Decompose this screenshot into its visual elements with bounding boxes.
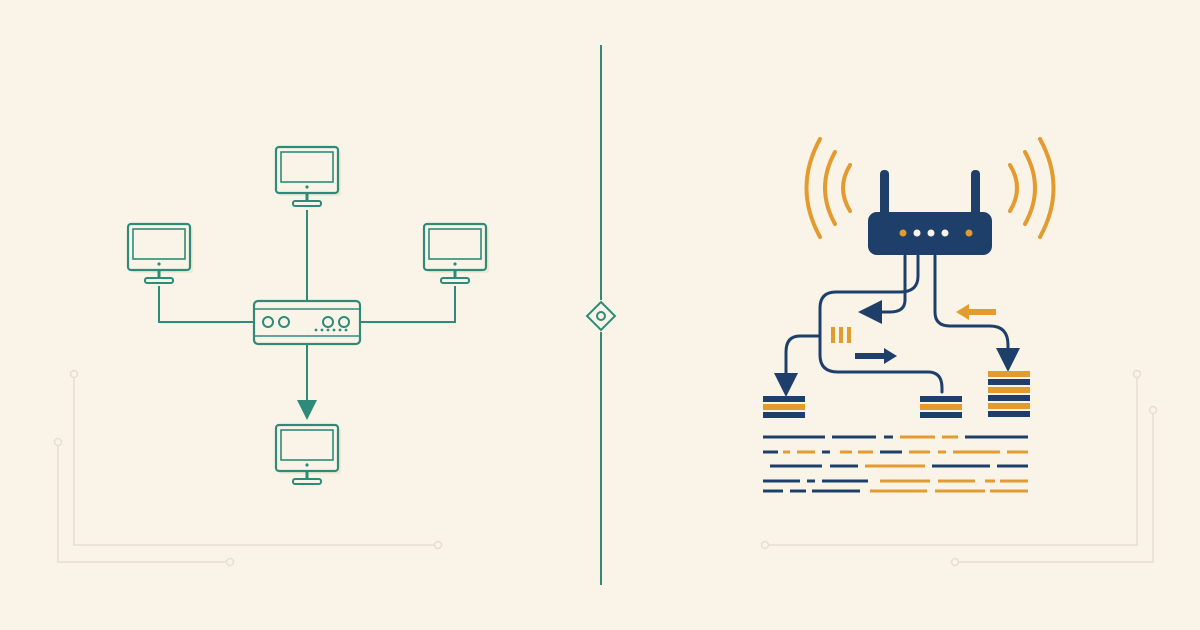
incoming-orange-arrow <box>956 304 996 320</box>
router-led <box>965 229 973 237</box>
packet-bars <box>831 327 851 343</box>
wifi-waves-icon <box>804 137 1056 239</box>
network-switch-icon <box>252 299 362 346</box>
destination-block-left <box>763 396 805 418</box>
desktop-monitor-icon <box>274 423 341 485</box>
router-led <box>913 229 921 237</box>
router-led <box>941 229 949 237</box>
central-divider <box>585 45 617 585</box>
desktop-monitor-icon <box>126 222 193 284</box>
wireless-router-icon <box>868 170 992 255</box>
wired-star-diagram <box>126 145 489 485</box>
data-stream-lines <box>763 435 1028 493</box>
data-flow-paths <box>774 254 1020 397</box>
computers <box>126 145 489 485</box>
outgoing-navy-arrow <box>855 348 897 364</box>
destination-blocks <box>763 371 1030 418</box>
circuit-traces-left <box>53 369 443 567</box>
data-arrows <box>831 304 996 364</box>
diamond-node-icon <box>585 300 617 332</box>
destination-block-middle <box>920 396 962 418</box>
desktop-monitor-icon <box>274 145 341 207</box>
router-led <box>899 229 907 237</box>
router-led <box>927 229 935 237</box>
wireless-router-diagram <box>763 137 1056 493</box>
star-connections <box>158 210 456 420</box>
circuit-traces-right <box>760 369 1158 567</box>
destination-stack-right <box>988 371 1030 417</box>
desktop-monitor-icon <box>422 222 489 284</box>
